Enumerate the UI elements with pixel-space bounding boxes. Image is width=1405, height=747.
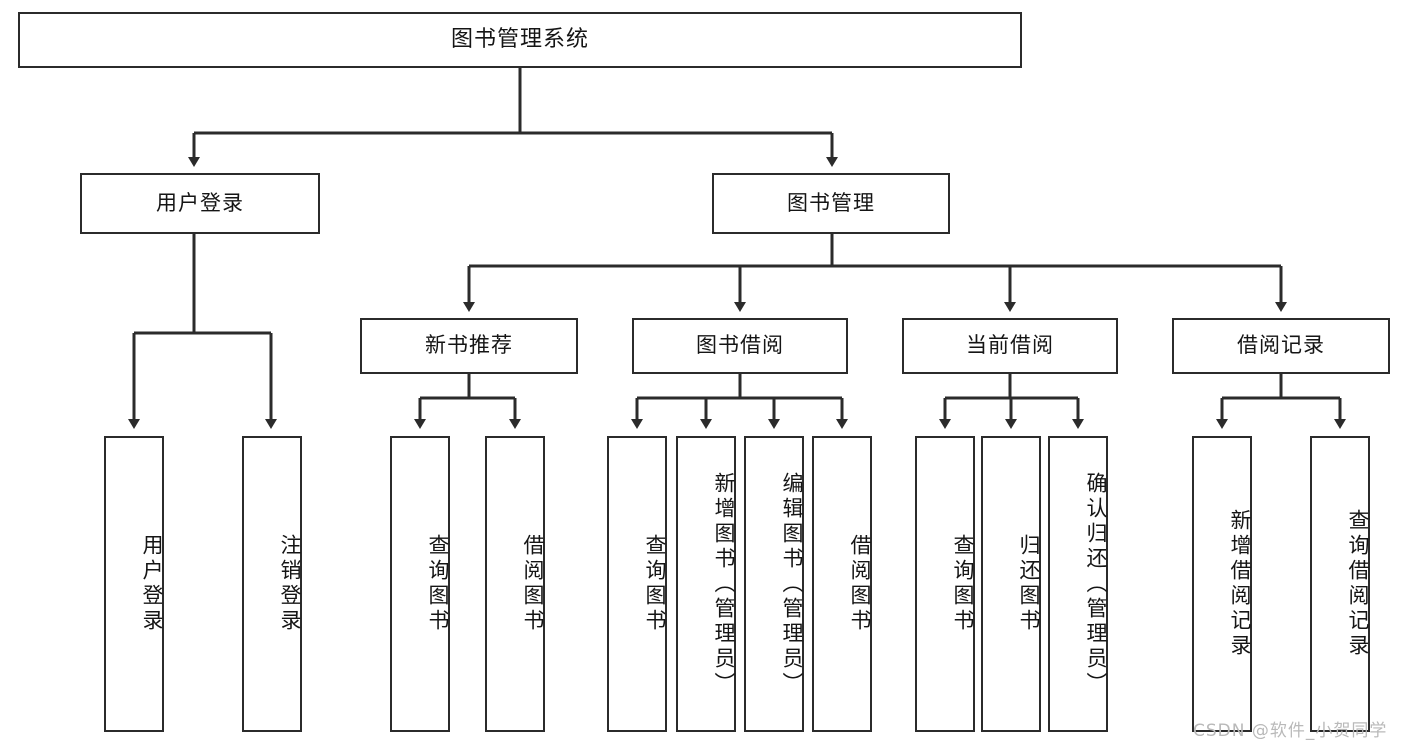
leaf-add-borrowing-record[interactable]: 新增借阅记录 [1192, 436, 1252, 732]
leaf-add-book-admin[interactable]: 新增图书（管理员） [676, 436, 736, 732]
node-book-borrowing[interactable]: 图书借阅 [632, 318, 848, 374]
node-label: 编辑图书（管理员） [780, 471, 804, 697]
node-label: 当前借阅 [966, 333, 1054, 358]
node-book-management[interactable]: 图书管理 [712, 173, 950, 234]
node-new-book-recommendation[interactable]: 新书推荐 [360, 318, 578, 374]
node-label: 新增图书（管理员） [712, 471, 736, 697]
node-label: 查询图书 [643, 534, 667, 634]
node-borrowing-records[interactable]: 借阅记录 [1172, 318, 1390, 374]
node-label: 查询图书 [951, 534, 975, 634]
leaf-logout[interactable]: 注销登录 [242, 436, 302, 732]
node-label: 图书借阅 [696, 333, 784, 358]
leaf-edit-book-admin[interactable]: 编辑图书（管理员） [744, 436, 804, 732]
leaf-borrow-books-borrowing[interactable]: 借阅图书 [812, 436, 872, 732]
leaf-query-books-recommendation[interactable]: 查询图书 [390, 436, 450, 732]
leaf-query-books-borrowing[interactable]: 查询图书 [607, 436, 667, 732]
leaf-query-books-current[interactable]: 查询图书 [915, 436, 975, 732]
leaf-confirm-return-admin[interactable]: 确认归还（管理员） [1048, 436, 1108, 732]
node-label: 确认归还（管理员） [1084, 471, 1108, 697]
leaf-user-login[interactable]: 用户登录 [104, 436, 164, 732]
node-label: 注销登录 [278, 534, 302, 634]
leaf-borrow-books-recommendation[interactable]: 借阅图书 [485, 436, 545, 732]
node-label: 查询借阅记录 [1346, 509, 1370, 659]
watermark: CSDN @软件_小贺同学 [1193, 721, 1388, 741]
node-label: 借阅图书 [521, 534, 545, 634]
node-current-borrowing[interactable]: 当前借阅 [902, 318, 1118, 374]
node-label: 归还图书 [1017, 534, 1041, 634]
node-label: 图书管理系统 [450, 26, 589, 52]
node-label: 用户登录 [140, 534, 164, 634]
leaf-query-borrowing-record[interactable]: 查询借阅记录 [1310, 436, 1370, 732]
node-label: 图书管理 [787, 190, 875, 215]
node-label: 借阅记录 [1237, 333, 1325, 358]
node-root[interactable]: 图书管理系统 [18, 12, 1022, 68]
node-label: 查询图书 [426, 534, 450, 634]
leaf-return-books[interactable]: 归还图书 [981, 436, 1041, 732]
node-label: 新增借阅记录 [1228, 509, 1252, 659]
node-label: 借阅图书 [848, 534, 872, 634]
node-label: 新书推荐 [425, 333, 513, 358]
node-label: 用户登录 [156, 190, 244, 215]
node-user-login[interactable]: 用户登录 [80, 173, 320, 234]
